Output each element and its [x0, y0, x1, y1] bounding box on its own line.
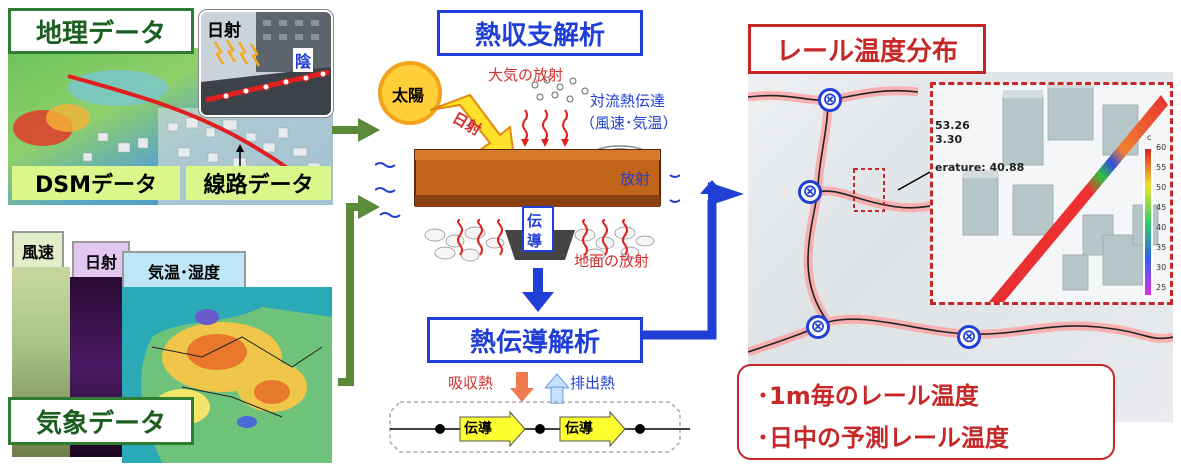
- track-data-label: 線路データ: [186, 166, 331, 200]
- station-marker-2[interactable]: ⊗: [798, 180, 822, 204]
- rail-temp-features-box: ･1m毎のレール温度 ･日中の予測レール温度: [737, 364, 1115, 460]
- conduction-arrow-label-1: 伝導: [464, 421, 492, 437]
- result-arrow: [640, 180, 744, 340]
- weather-data-title: 気象データ: [8, 397, 194, 445]
- weather-panel: 風速 日射 気温･湿度 気象データ: [8, 225, 333, 465]
- geo-panel: 地理データ 日射 陰 DSMデータ 線路データ: [8, 8, 333, 205]
- sun-label: 太陽: [392, 86, 425, 105]
- radiation-label: 放射: [620, 170, 651, 188]
- atmospheric-radiation-label: 大気の放射: [488, 66, 564, 84]
- inset-solar-label: 日射: [207, 21, 241, 41]
- convection-label-2: （風速･気温）: [580, 114, 678, 132]
- feature-daytime-forecast: ･日中の予測レール温度: [757, 424, 1009, 452]
- legend-tick-40: 40: [1156, 223, 1167, 232]
- emitted-heat-label: 排出熱: [570, 374, 616, 392]
- absorbed-heat-arrow: [510, 372, 534, 402]
- heat-conduction-title: 熱伝導解析: [427, 317, 643, 363]
- conduction-arrow-label-2: 伝導: [565, 421, 593, 437]
- inset-readout-3: erature: 40.88: [935, 161, 1025, 174]
- station-marker-1[interactable]: ⊗: [818, 88, 842, 112]
- conduction-char-1: 伝: [527, 212, 543, 230]
- heat-balance-diagram: [375, 61, 680, 262]
- legend-tick-35: 35: [1156, 243, 1167, 252]
- absorbed-heat-label: 吸収熱: [448, 374, 494, 392]
- legend-tick-50: 50: [1156, 183, 1167, 192]
- inset-readout-1: 53.26: [935, 119, 970, 132]
- temp-humidity-tab: 気温･湿度: [122, 251, 246, 291]
- heat-balance-title: 熱収支解析: [437, 10, 643, 56]
- legend-tick-55: 55: [1156, 163, 1167, 172]
- rail-temp-title: レール温度分布: [748, 24, 986, 74]
- dsm-data-label: DSMデータ: [12, 166, 180, 200]
- ground-radiation-label: 地面の放射: [574, 252, 650, 270]
- geo-data-title: 地理データ: [8, 8, 194, 54]
- green-arrows: [332, 118, 380, 386]
- solar-tab: 日射: [72, 241, 130, 281]
- convection-label-1: 対流熱伝達: [590, 92, 666, 110]
- sunlight-shade-inset: 日射 陰: [199, 10, 333, 117]
- legend-tick-45: 45: [1156, 203, 1167, 212]
- conduction-char-2: 導: [527, 232, 543, 250]
- legend-tick-25: 25: [1156, 283, 1167, 292]
- conduction-rail-diagram: [389, 401, 690, 453]
- inset-readout-2: 3.30: [935, 133, 963, 146]
- rail-3d-scene-graphic: [933, 85, 1170, 302]
- emitted-heat-arrow: [545, 373, 569, 404]
- legend-unit: c: [1147, 133, 1152, 142]
- wind-speed-tab: 風速: [12, 231, 64, 271]
- station-marker-3[interactable]: ⊗: [806, 315, 830, 339]
- legend-tick-60: 60: [1156, 143, 1167, 152]
- rail-3d-inset: 53.26 3.30 erature: 40.88 c 60 55 50 45 …: [930, 82, 1173, 305]
- temperature-map: [122, 287, 332, 463]
- down-arrow: [522, 268, 554, 312]
- feature-per-meter: ･1m毎のレール温度: [757, 382, 979, 410]
- legend-tick-30: 30: [1156, 263, 1167, 272]
- station-marker-4[interactable]: ⊗: [957, 325, 981, 349]
- inset-shade-label: 陰: [293, 48, 314, 72]
